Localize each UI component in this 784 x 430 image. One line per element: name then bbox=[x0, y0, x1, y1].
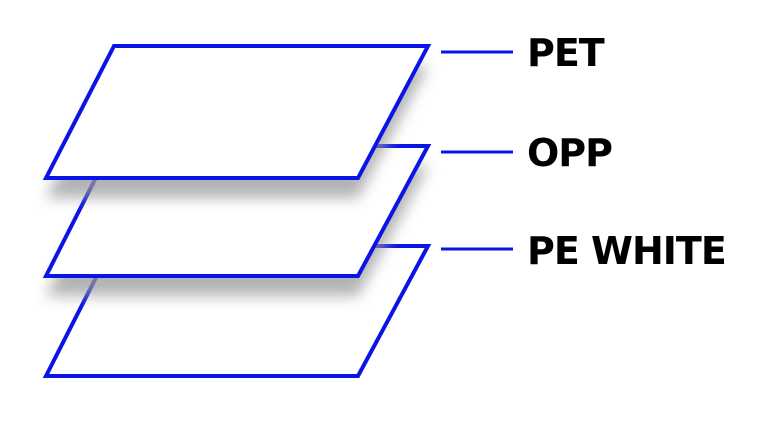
label-pe-white: PE WHITE bbox=[527, 229, 726, 273]
layer-pet-plate bbox=[42, 44, 432, 180]
label-pet: PET bbox=[527, 31, 605, 75]
layer-pet bbox=[42, 44, 432, 198]
label-opp: OPP bbox=[527, 131, 612, 175]
